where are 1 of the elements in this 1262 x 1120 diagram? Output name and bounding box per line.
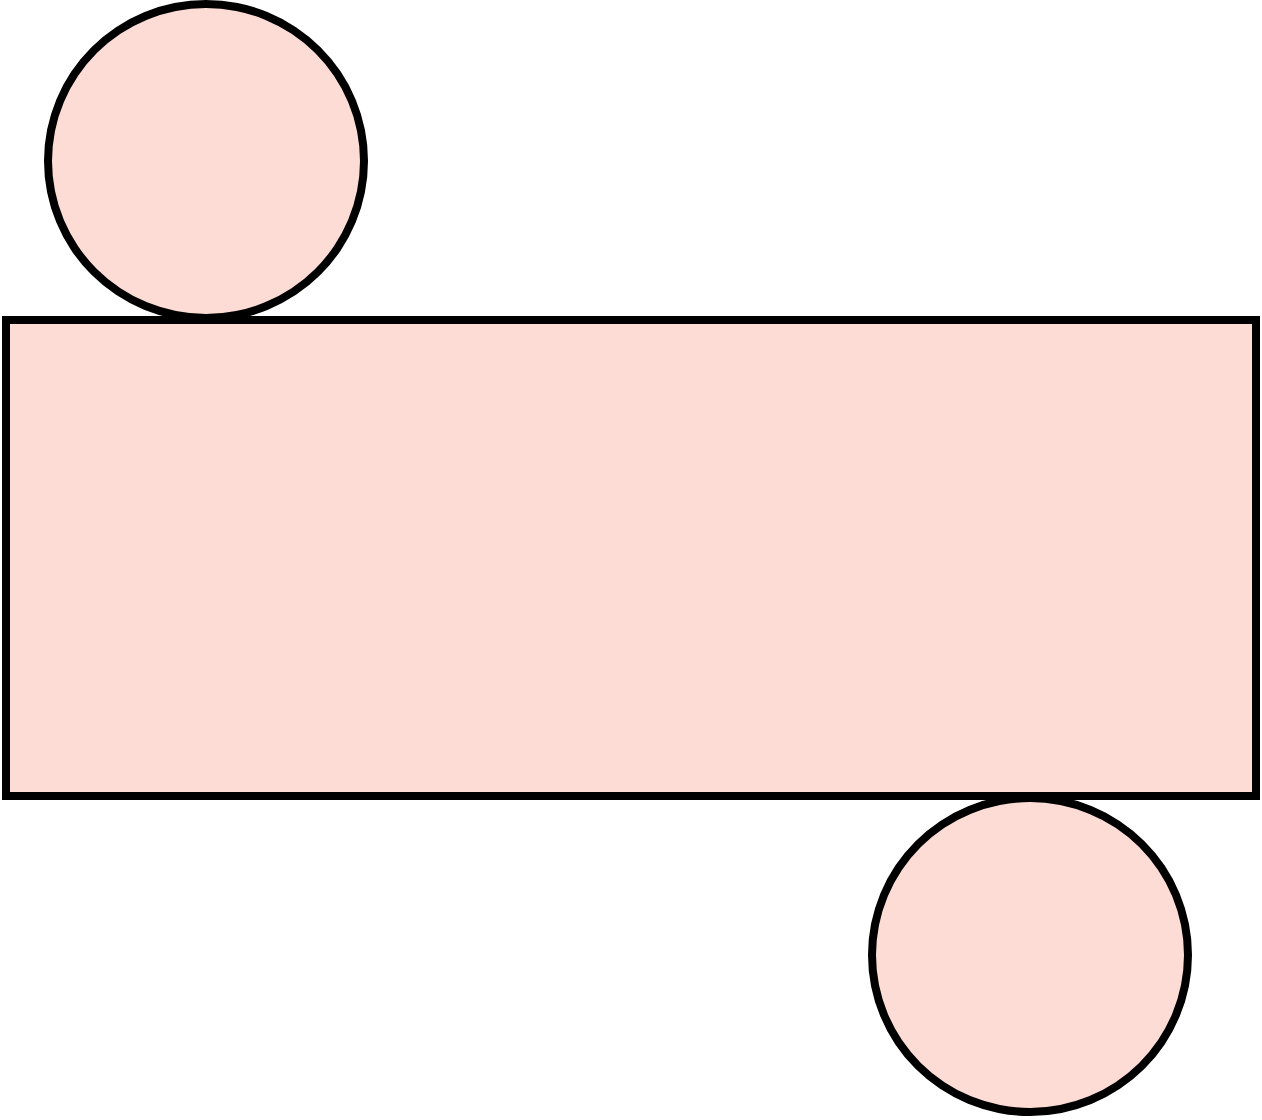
rectangle-shape (2, 316, 1260, 800)
